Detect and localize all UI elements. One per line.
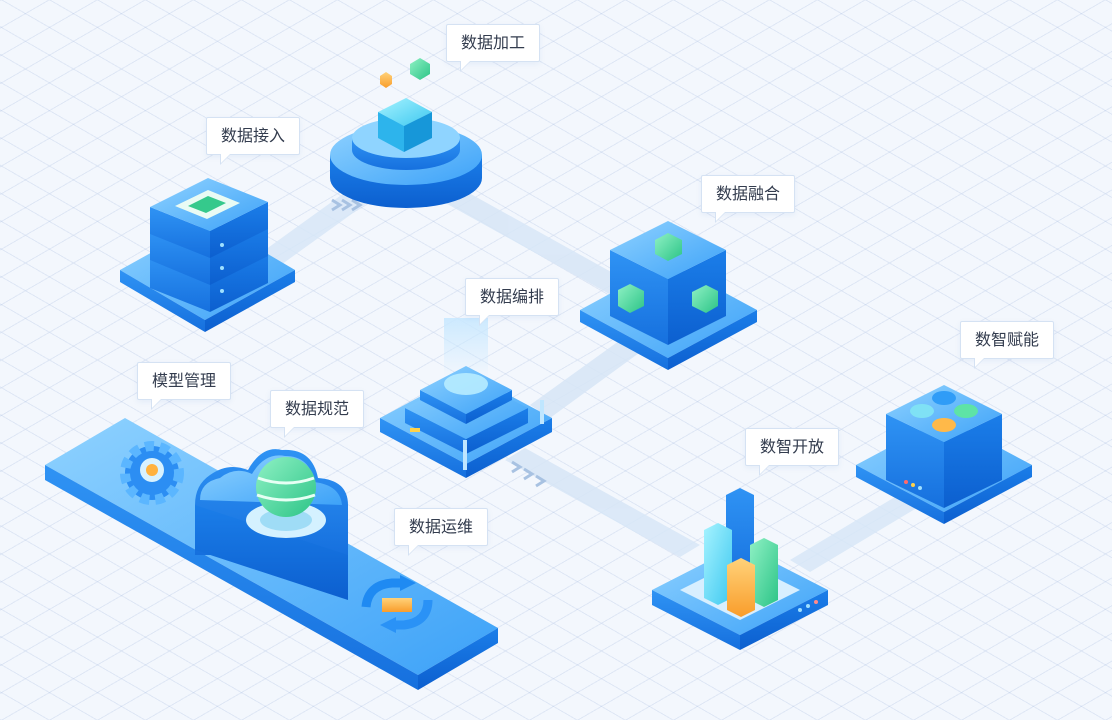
data-access-server [120, 178, 295, 332]
globe-band [257, 476, 315, 485]
path-fusion-orchestration [530, 333, 650, 418]
label-model-management: 模型管理 [137, 362, 232, 410]
indicator-light [918, 486, 922, 490]
platform-side [944, 465, 1032, 524]
server-block [150, 207, 210, 258]
cube-icon-side [378, 112, 404, 152]
globe-band [256, 493, 316, 502]
chart-bar-green [750, 538, 778, 607]
cycle-arrowhead [400, 575, 416, 591]
pillar [540, 400, 544, 424]
floating-green-cube [410, 58, 430, 80]
green-block [692, 285, 718, 313]
cube-top [886, 385, 1002, 442]
gear-center [146, 464, 158, 476]
tray-side [652, 590, 740, 650]
cycle-arrow [361, 578, 404, 608]
orange-dot [932, 418, 956, 432]
chevron-icon [523, 467, 535, 481]
platform-side [466, 418, 552, 478]
data-open-chart [652, 488, 828, 650]
cycle-arrowhead [380, 617, 396, 633]
indicator-light [798, 608, 802, 612]
indicator-light [220, 289, 224, 293]
cyan-dot [910, 404, 934, 418]
refresh-cycle-icon [361, 575, 433, 633]
cycle-arrow [392, 599, 433, 630]
chip-core [188, 196, 226, 213]
label-data-empowerment: 数智赋能 [960, 321, 1055, 369]
indicator-light [220, 243, 224, 247]
label-data-orchestration: 数据编排 [465, 278, 560, 326]
chart-bar-orange [727, 558, 755, 617]
label-data-processing: 数据加工 [446, 24, 541, 72]
floating-orange-cube [380, 72, 392, 88]
pillar [463, 440, 467, 470]
flow-chevrons [331, 198, 547, 488]
platform-side [120, 270, 205, 332]
slab-side [45, 465, 418, 690]
data-fusion-cube [580, 221, 757, 370]
data-processing-disc [330, 58, 482, 208]
layer [466, 408, 528, 454]
chevron-icon [351, 198, 363, 212]
platform-side [856, 465, 944, 524]
data-orchestration-block [380, 318, 552, 478]
cycle-core [382, 598, 412, 612]
slab-side [418, 628, 498, 690]
path-open-empowerment [790, 488, 930, 572]
indicator-light [904, 480, 908, 484]
database-globe-icon [246, 457, 326, 538]
cube-right [944, 414, 1002, 508]
globe-base-inner [260, 509, 312, 531]
path-orchestration-open [505, 448, 700, 557]
tray-side [740, 590, 828, 650]
server-block [150, 255, 210, 312]
cube-icon [378, 98, 432, 126]
layer [420, 390, 466, 424]
data-empowerment-cube [856, 385, 1032, 524]
platform-side [580, 310, 668, 370]
indicator-light [220, 266, 224, 270]
model-management-slab [45, 418, 498, 690]
blue-dot [932, 391, 956, 405]
cube-left [886, 414, 944, 508]
chevron-icon [341, 198, 353, 212]
green-block [655, 233, 682, 261]
chevron-icon [511, 460, 523, 474]
green-block [618, 284, 644, 313]
green-dot [954, 404, 978, 418]
platform-side [668, 310, 757, 370]
server-block [150, 230, 210, 285]
globe [256, 457, 316, 517]
label-data-standardization: 数据规范 [270, 390, 365, 438]
cube-icon-side [404, 112, 432, 152]
chart-bar-cyan [704, 523, 732, 605]
gear-icon [120, 441, 184, 505]
connection-paths [258, 178, 930, 572]
label-data-fusion: 数据融合 [701, 175, 796, 223]
server-block [210, 226, 268, 285]
chevron-icon [331, 198, 343, 212]
label-data-open: 数智开放 [745, 428, 840, 476]
indicator-light [410, 428, 420, 432]
chevron-icon [535, 474, 547, 488]
label-data-operations: 数据运维 [394, 508, 489, 556]
path-processing-fusion [440, 188, 640, 300]
label-data-access: 数据接入 [206, 117, 301, 165]
indicator-light [806, 604, 810, 608]
layer [405, 408, 466, 454]
indicator-light [814, 600, 818, 604]
server-block [210, 202, 268, 258]
glow-disc [444, 373, 488, 395]
cloud-face [195, 505, 348, 600]
server-block [210, 250, 268, 312]
layer [466, 390, 512, 424]
platform-side [380, 418, 466, 478]
platform-side [205, 270, 295, 332]
indicator-light [911, 483, 915, 487]
